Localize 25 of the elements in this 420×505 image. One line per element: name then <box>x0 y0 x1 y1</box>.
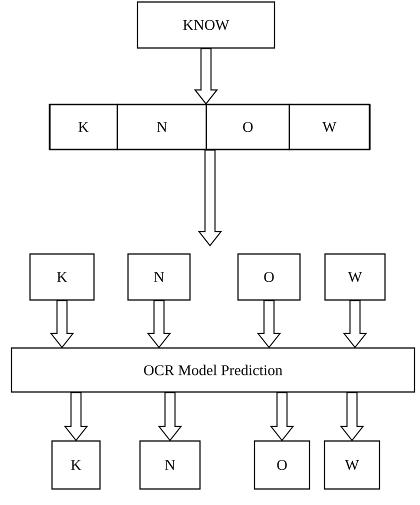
arrow <box>50 300 74 348</box>
letter-cell: W <box>288 104 370 150</box>
arrow <box>256 300 282 348</box>
letter-cell: K <box>48 104 118 150</box>
arrow <box>146 300 172 348</box>
letter-box: O <box>237 253 301 301</box>
prediction-box: OCR Model Prediction <box>10 347 416 393</box>
letter-box: W <box>324 253 386 301</box>
letter-box: K <box>29 253 95 301</box>
arrow <box>198 150 222 246</box>
letter-box: N <box>139 440 201 490</box>
word-box <box>49 104 371 150</box>
arrow <box>194 48 218 105</box>
arrow <box>270 392 294 442</box>
letter-cell: O <box>206 104 290 150</box>
letter-box: O <box>254 440 310 490</box>
letter-cell: N <box>116 104 207 150</box>
arrow <box>64 392 88 442</box>
letter-box: K <box>51 440 101 490</box>
arrow <box>340 392 364 442</box>
letter-box: KNOW <box>136 1 276 49</box>
arrow <box>342 300 368 348</box>
letter-box: N <box>127 253 191 301</box>
arrow <box>158 392 182 442</box>
letter-box: W <box>324 440 380 490</box>
